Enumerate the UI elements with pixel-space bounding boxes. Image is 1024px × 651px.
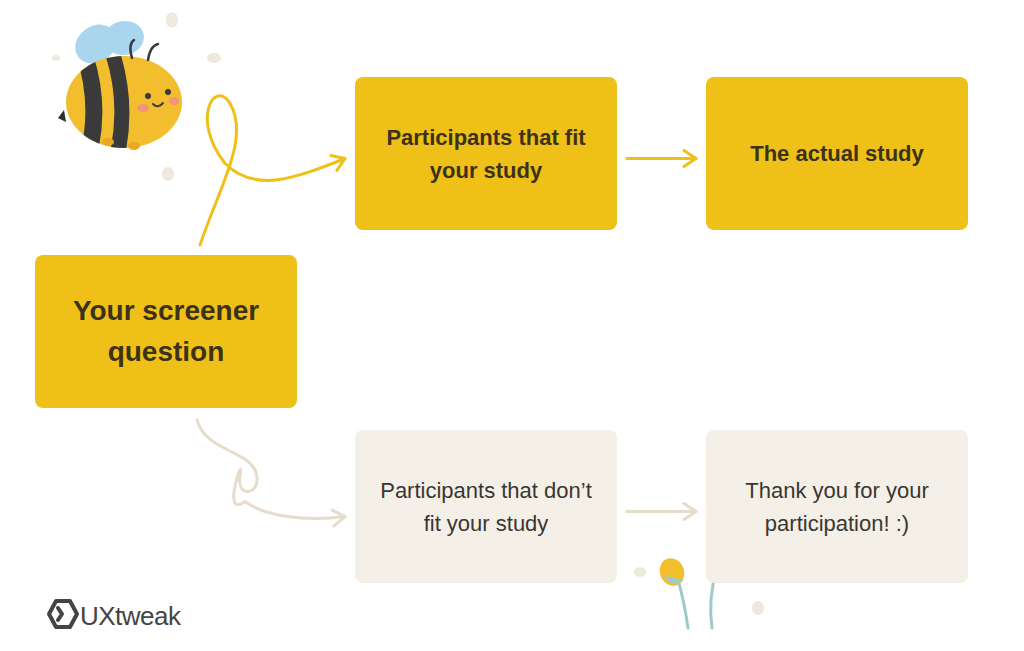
start-box: Your screener question	[35, 255, 297, 408]
decor-dots	[52, 12, 764, 615]
box-text: Your screener question	[53, 291, 279, 372]
flow-arrow	[197, 420, 345, 518]
box-text: The actual study	[750, 137, 924, 170]
process-box: The actual study	[706, 77, 968, 230]
box-text: Thank you for your participation! :)	[724, 474, 950, 540]
flow-arrow	[627, 157, 696, 160]
end-box: Thank you for your participation! :)	[706, 430, 968, 583]
bee-illustration	[58, 17, 182, 160]
box-text: Participants that don’t fit your study	[373, 474, 599, 540]
logo-text: UXtweak	[80, 601, 181, 632]
flow-arrow	[200, 96, 345, 245]
process-box: Participants that fit your study	[355, 77, 617, 230]
process-box: Participants that don’t fit your study	[355, 430, 617, 583]
flow-arrow	[627, 510, 696, 513]
logo-icon	[49, 601, 77, 627]
box-text: Participants that fit your study	[373, 121, 599, 187]
